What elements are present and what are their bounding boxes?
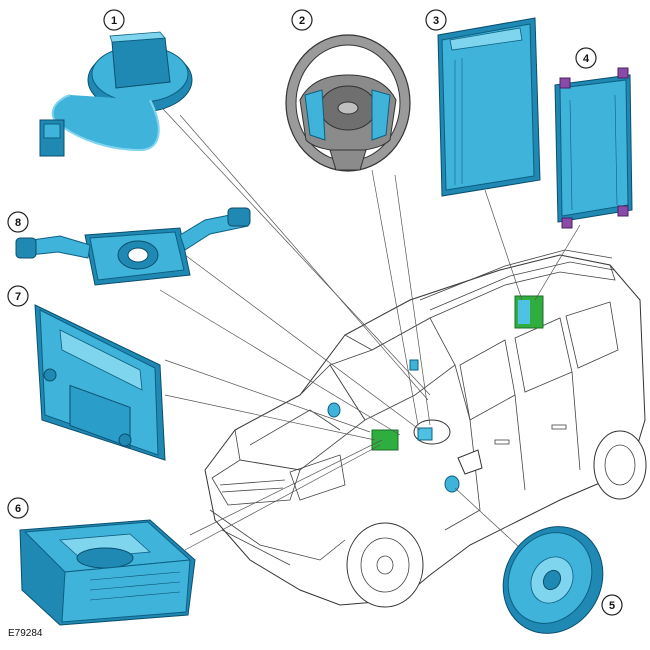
component-2-steering-wheel — [285, 34, 411, 172]
callout-2-label: 2 — [299, 15, 305, 27]
callout-6: 6 — [7, 497, 29, 519]
steering-column-marker — [413, 419, 451, 445]
component-3-control-module — [437, 17, 541, 197]
callout-5: 5 — [601, 594, 623, 616]
callout-5-label: 5 — [609, 600, 615, 612]
callout-7-label: 7 — [15, 291, 21, 303]
component-8-column-switch — [15, 207, 251, 286]
callout-2: 2 — [291, 9, 313, 31]
leader-lines — [149, 94, 581, 551]
callout-3: 3 — [425, 9, 447, 31]
callout-3-label: 3 — [433, 15, 439, 27]
callout-8-label: 8 — [15, 217, 21, 229]
callout-6-label: 6 — [15, 503, 21, 515]
callout-4-label: 4 — [583, 53, 590, 65]
component-6-audio-unit — [19, 519, 196, 626]
green-module-marker-dash — [371, 429, 399, 451]
component-7-control-panel — [34, 304, 166, 461]
callout-8: 8 — [7, 211, 29, 233]
callout-1-label: 1 — [111, 15, 117, 27]
dash-marker-blue — [327, 402, 341, 418]
component-5-speaker — [502, 526, 604, 634]
component-4-receiver-module — [554, 67, 633, 229]
callout-1: 1 — [103, 9, 125, 31]
callout-4: 4 — [575, 47, 597, 69]
callout-7: 7 — [7, 285, 29, 307]
component-1-antenna-unit — [39, 31, 193, 157]
vehicle-component-markers — [327, 295, 544, 493]
figure-reference: E79284 — [8, 628, 43, 639]
